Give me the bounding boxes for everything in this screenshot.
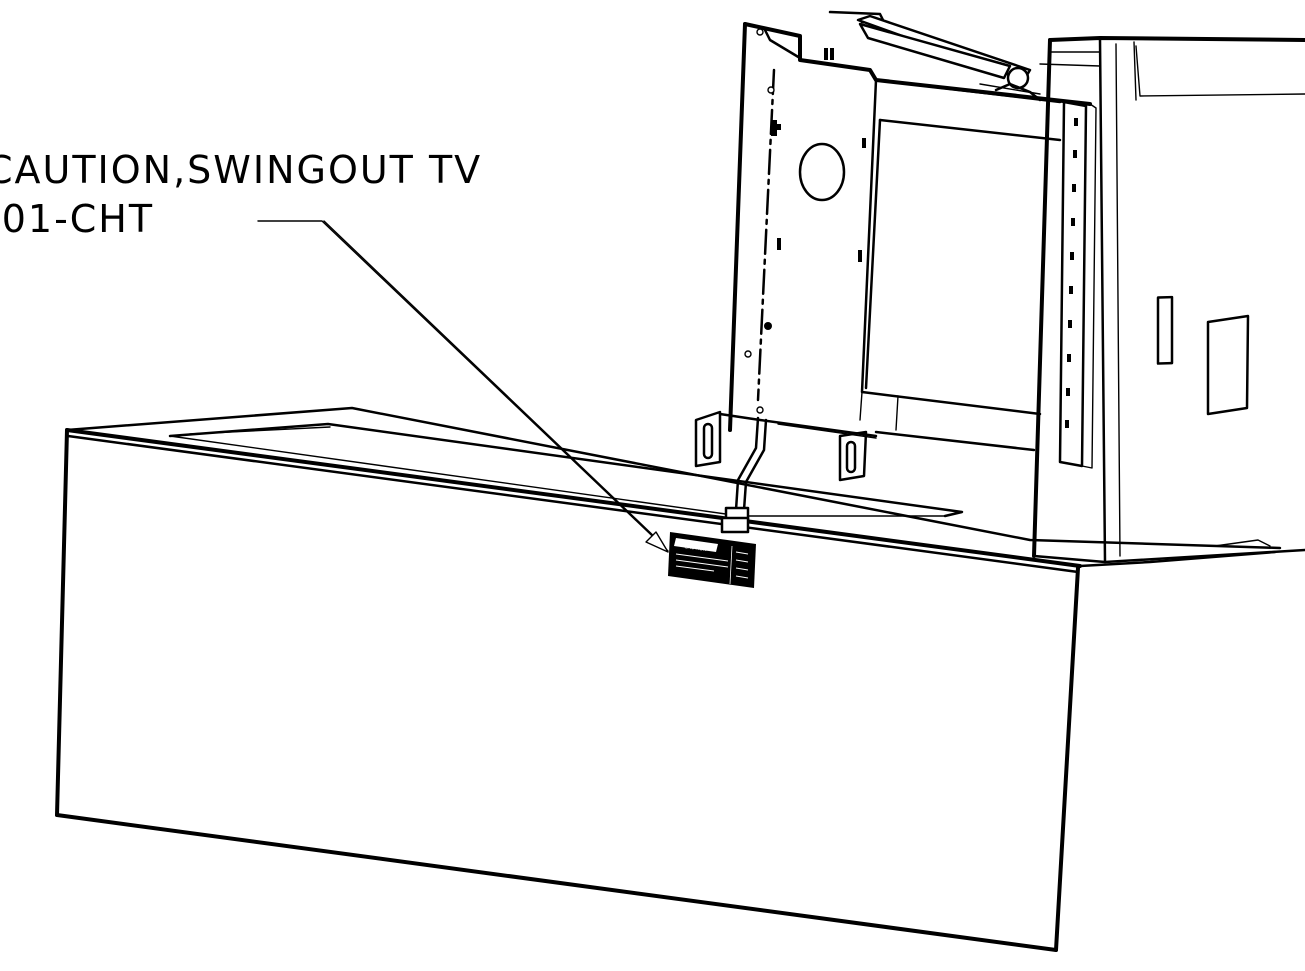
tv-housing: [1032, 36, 1305, 568]
leader-line: [257, 220, 669, 553]
callout-part-number: -01-CHT: [0, 197, 154, 241]
decal-heading: CAUTION: [684, 544, 708, 553]
callout-title: CAUTION,SWINGOUT TV: [0, 148, 482, 192]
hinge-slots: [1065, 118, 1078, 428]
gas-strut: [828, 10, 1042, 102]
latch-arm: [720, 416, 768, 534]
swing-panel: [728, 22, 1097, 469]
caution-decal: CAUTION: [668, 532, 756, 588]
mounting-bracket: [694, 410, 878, 482]
cabinet-body: [55, 406, 1282, 952]
